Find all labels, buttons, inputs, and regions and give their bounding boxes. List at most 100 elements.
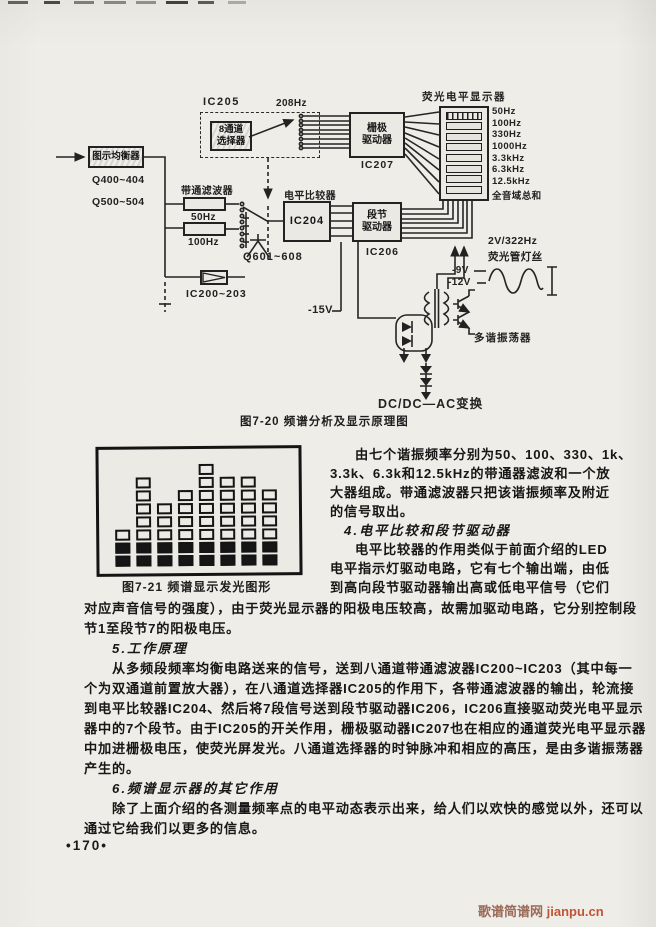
spectrum-bar-column [115, 528, 131, 567]
circuit-wires [56, 111, 557, 400]
spectrum-bar-segment [241, 515, 257, 527]
spectrum-bar-segment [178, 555, 194, 567]
watermark: 歌谱简谱网 jianpu.cn [478, 901, 604, 920]
body-line: 到电平比较器IC204、然后将7段信号送到段节驱动器IC206，IC206直接驱… [84, 701, 644, 716]
body-line: 的信号取出。 [330, 504, 414, 519]
grid-driver-line1: 栅极 [367, 122, 387, 134]
spectrum-bar-segment [115, 555, 131, 567]
q400-label: Q400~404 [92, 174, 145, 186]
spectrum-bar-segment [199, 515, 215, 527]
neg12v-label: -12V [448, 277, 471, 288]
display-segment [446, 185, 482, 194]
channel-label: 330Hz [492, 129, 522, 140]
spectrum-bar-segment [262, 515, 278, 527]
display-segment [446, 175, 482, 184]
body-line: 3.3k、6.3k和12.5kHz的带通器滤波和一个放 [330, 466, 611, 481]
selector-label-line2: 选择器 [216, 136, 246, 147]
filament-icon [547, 266, 557, 296]
body-line: 由七个谐振频率分别为50、100、330、1k、 [355, 447, 633, 462]
grid-driver-block: 栅极 驱动器 [349, 112, 405, 158]
spectrum-bar-column [177, 488, 194, 567]
spectrum-bar-segment [198, 489, 214, 502]
spectrum-bar-segment [136, 555, 152, 567]
body-line: 电平指示灯驱动电路，它有七个输出端，由低 [330, 561, 610, 576]
scan-frequency-label: 208Hz [276, 98, 307, 109]
spectrum-bar-segment [220, 554, 236, 566]
amplifier-triangle-icon [202, 272, 226, 283]
display-segment [446, 111, 482, 120]
spectrum-bar-segment [241, 541, 257, 553]
ic204-block: IC204 [283, 201, 331, 242]
spectrum-bar-segment [178, 516, 194, 528]
spectrum-bar-segment [240, 476, 256, 488]
body-line: 对应声音信号的强度），由于荧光显示器的阳极电压较高，故需加驱动电路，它分别控制段 [84, 601, 637, 616]
segment-driver-line1: 段节 [367, 209, 387, 221]
spectrum-bar-segment [135, 503, 152, 515]
section-heading: 5.工作原理 [112, 641, 188, 656]
spectrum-bar-segment [262, 554, 278, 566]
spectrum-bar-segment [219, 489, 235, 501]
channel-label: 3.3kHz [492, 153, 525, 164]
spectrum-bar-segment [177, 503, 194, 515]
segment-driver-line2: 驱动器 [362, 222, 392, 233]
body-line: 个为双通道前置放大器），在八通道选择器IC205的作用下，各带通滤波器的输出，轮… [84, 681, 635, 696]
spectrum-bar-segment [136, 542, 152, 554]
segment-driver-block: 段节 驱动器 [352, 202, 402, 242]
channel-label: 12.5kHz [492, 176, 531, 187]
body-line: 通过它给我们以更多的信息。 [84, 821, 266, 836]
spectrum-bar-segment [198, 463, 214, 476]
channel-label: 1000Hz [492, 141, 528, 152]
spectrum-bar-segment [136, 516, 152, 528]
filament-voltage-label: 2V/322Hz [488, 235, 538, 247]
watermark-url: jianpu.cn [546, 904, 604, 919]
spectrum-bar-segment [220, 515, 236, 527]
display-segment [446, 132, 482, 141]
spectrum-bar-segment [178, 529, 194, 541]
ic204-label: IC204 [289, 214, 325, 227]
spectrum-bar-segment [157, 555, 173, 567]
spectrum-bar-column [156, 501, 173, 567]
spectrum-bar-segment [135, 477, 151, 489]
spectrum-bar-segment [240, 502, 257, 514]
dcdc-converter-label: DC/DC—AC变换 [378, 397, 484, 411]
filter-100hz-block [183, 222, 226, 236]
spectrum-bar-segment [199, 528, 215, 540]
spectrum-bar-segment [115, 542, 131, 554]
display-segment [446, 153, 482, 162]
body-line: 到高向段节驱动器输出高或低电平信号（它们 [330, 580, 610, 595]
fluorescent-display-label: 荧光电平显示器 [422, 91, 506, 103]
body-line: 中加进栅极电压，使荧光屏发光。八通道选择器的时钟脉冲和相应的高压，是由多谐振荡器 [84, 741, 644, 756]
channel-label: 6.3kHz [492, 164, 525, 175]
section-heading: 6.频谱显示器的其它作用 [112, 781, 279, 796]
spectrum-bar-segment [198, 502, 215, 514]
display-segment [446, 164, 482, 173]
body-line: 大器组成。带通滤波器只把该谐振频率及附近 [330, 485, 610, 500]
spectrum-bar-segment [241, 554, 257, 566]
transformer-coil-icon [423, 291, 431, 326]
spectrum-bar-column [135, 475, 152, 567]
ic205-dashed-outline [200, 112, 320, 158]
channel-label: 100Hz [492, 118, 522, 129]
graphic-equalizer-label: 图示均衡器 [92, 151, 140, 163]
body-line: 从多频段频率均衡电路送来的信号，送到八通道带通滤波器IC200~IC203（其中… [112, 661, 633, 676]
spectrum-bar-segment [220, 528, 236, 540]
ic207-label: IC207 [361, 159, 395, 171]
body-line: 除了上面介绍的各测量频率点的电平动态表示出来，给人们以欢快的感觉以外，还可以 [112, 801, 644, 816]
transistor-icon [246, 234, 270, 258]
spectrum-bar-segment [220, 541, 236, 553]
channel-selector-block: 8通道 选择器 [210, 121, 252, 151]
neg9v-label: -9V [452, 265, 469, 276]
display-segment [446, 122, 482, 131]
filter-50hz-label: 50Hz [191, 212, 216, 223]
spectrum-bar-segment [262, 528, 278, 540]
spectrum-bar-segment [241, 528, 257, 540]
fluorescent-display-block [439, 106, 489, 201]
filament-label: 荧光管灯丝 [488, 251, 543, 263]
channel-label: 50Hz [492, 106, 516, 117]
body-line: 节1至段节7的阳极电压。 [84, 621, 241, 636]
figure-7-21-caption: 图7-21 频谱显示发光图形 [122, 580, 272, 594]
spectrum-bar-segment [157, 542, 173, 554]
body-line: 电平比较器的作用类似于前面介绍的LED [355, 542, 608, 557]
graphic-equalizer-block: 图示均衡器 [88, 146, 144, 168]
